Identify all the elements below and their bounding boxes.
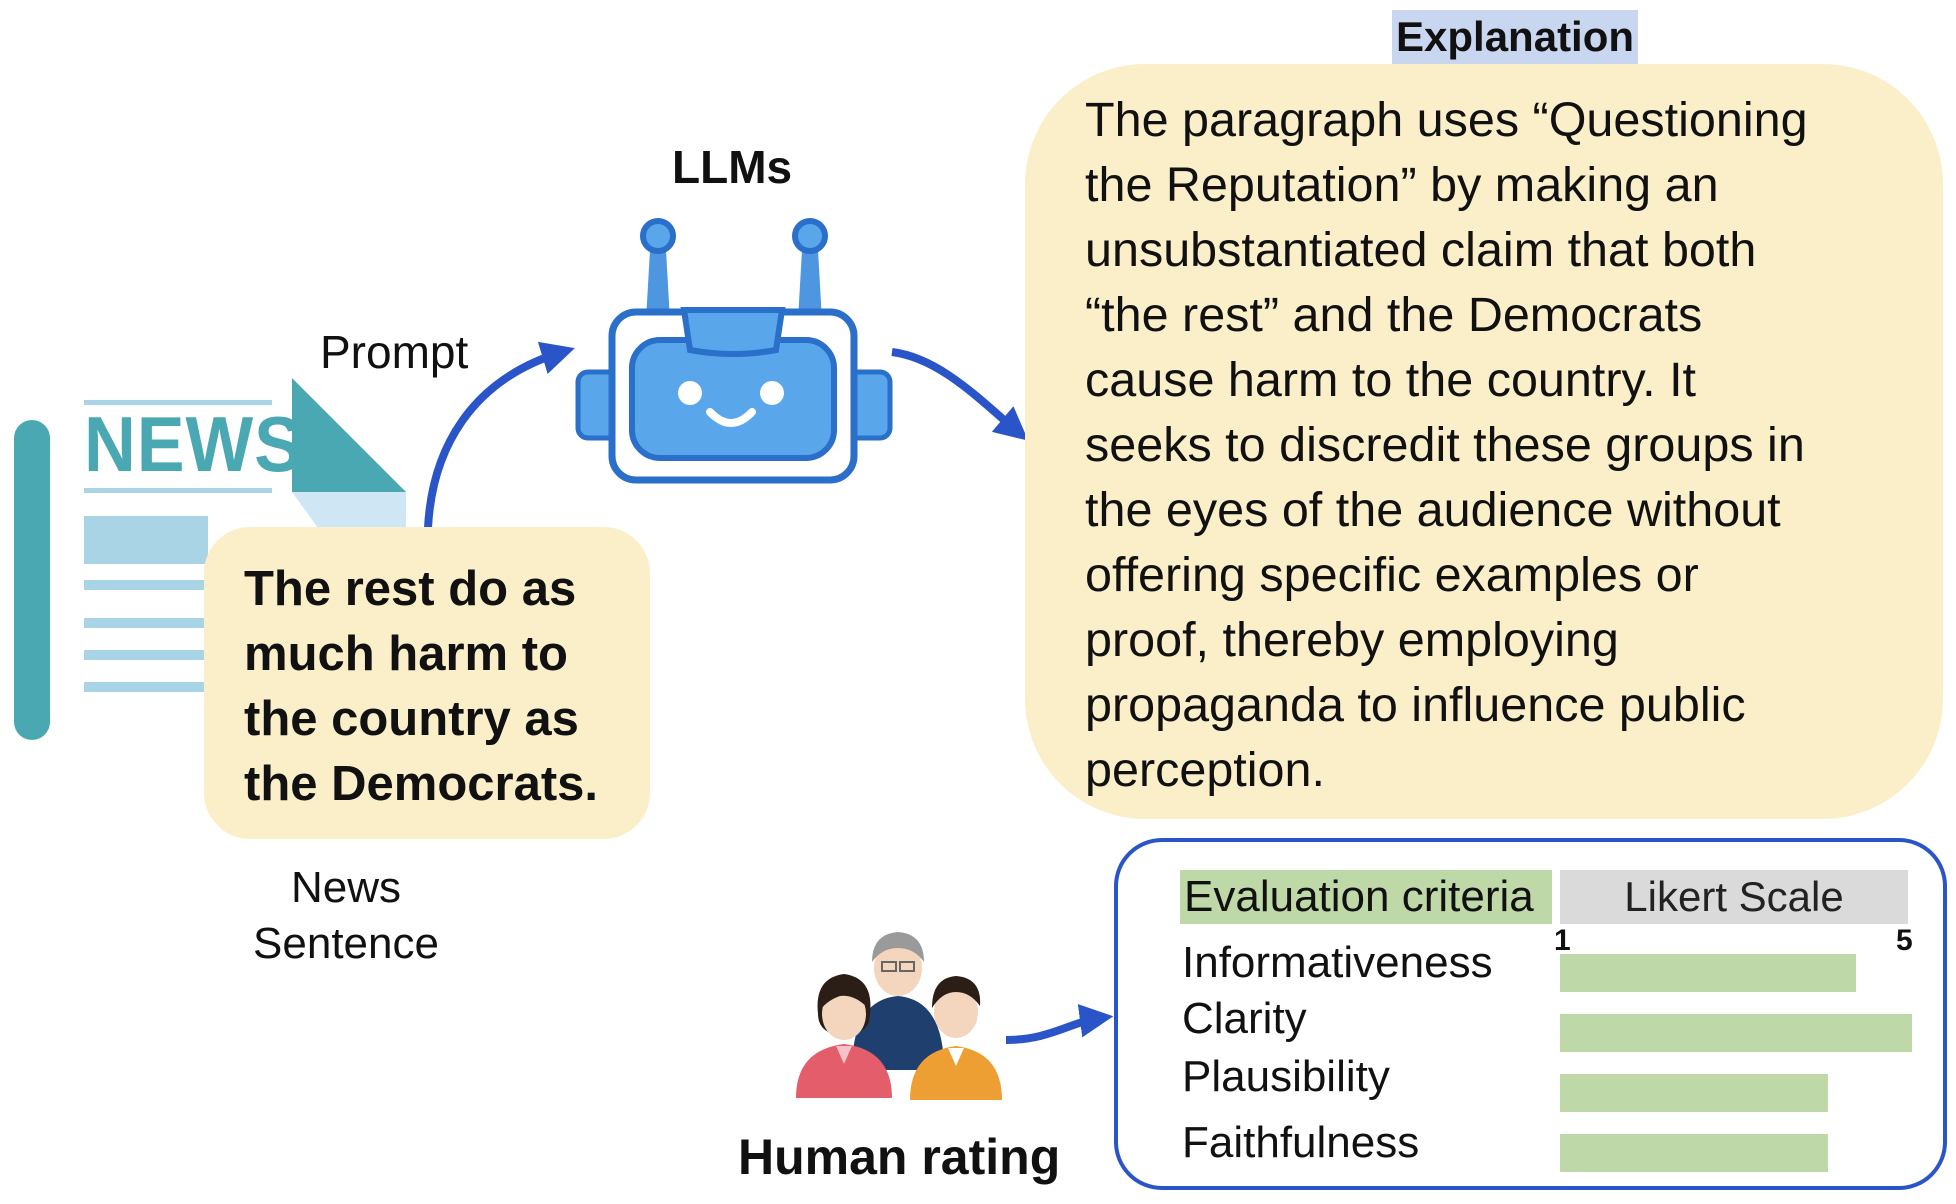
score-bar-clarity [1560,1014,1912,1052]
explanation-box: The paragraph uses “Questioning the Repu… [1025,64,1943,819]
human-rating-label: Human rating [738,1129,1061,1185]
explanation-line: offering specific examples or [1085,548,1699,602]
sentence-line: The rest do as [244,562,577,616]
explanation-line: proof, thereby employing [1085,613,1619,667]
explanation-line: “the rest” and the Democrats [1085,288,1703,342]
criterion-plausibility: Plausibility [1182,1052,1390,1101]
criteria-header: Evaluation criteria [1180,870,1552,924]
scale-max-label: 5 [1896,924,1913,957]
score-bar-plausibility [1560,1074,1828,1112]
label-line: Sentence [253,919,439,968]
news-sentence-box: The rest do as much harm to the country … [204,527,650,839]
label-line: News [290,863,402,912]
criterion-faithfulness: Faithfulness [1182,1118,1420,1167]
explanation-line: the eyes of the audience without [1085,483,1781,537]
llm-output-arrow [891,348,1029,441]
explanation-title: Explanation [1392,10,1639,64]
sentence-line: much harm to [244,627,568,681]
news-sentence-label: News Sentence [236,860,456,972]
rating-arrow [1005,1004,1114,1044]
score-bar-faithfulness [1560,1134,1828,1172]
score-bar-informativeness [1560,954,1856,992]
sentence-line: the Democrats. [244,757,599,811]
explanation-line: the Reputation” by making an [1085,158,1719,212]
prompt-label: Prompt [320,326,469,378]
people-icon [796,932,1002,1100]
newspaper-icon [14,378,406,740]
criterion-clarity: Clarity [1182,994,1307,1043]
explanation-line: propaganda to influence public [1085,678,1746,732]
news-masthead: NEWS [84,400,303,488]
likert-scale-header: Likert Scale [1560,870,1908,924]
criterion-informativeness: Informativeness [1182,938,1493,987]
explanation-line: cause harm to the country. It [1085,353,1697,407]
sentence-line: the country as [244,692,579,746]
robot-icon [575,218,893,484]
explanation-line: seeks to discredit these groups in [1085,418,1805,472]
evaluation-panel [1114,838,1947,1190]
prompt-arrow [424,341,575,529]
scale-min-label: 1 [1554,924,1571,957]
explanation-line: perception. [1085,743,1325,797]
llm-label: LLMs [672,141,793,193]
explanation-line: The paragraph uses “Questioning [1085,93,1808,147]
explanation-line: unsubstantiated claim that both [1085,223,1757,277]
